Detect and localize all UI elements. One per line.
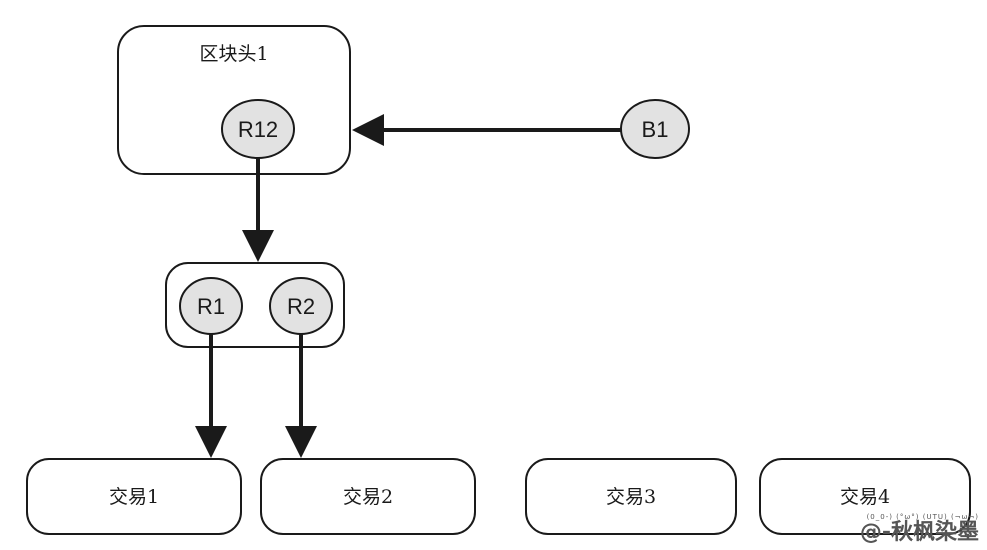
node-b1-label: B1 xyxy=(642,117,669,142)
node-b1: B1 xyxy=(620,99,690,159)
node-r12-label: R12 xyxy=(238,117,278,142)
transaction-label-1: 交易1 xyxy=(109,486,159,508)
transaction-box-2: 交易2 xyxy=(260,458,476,535)
node-r12: R12 xyxy=(221,99,295,159)
transaction-box-4: 交易4 xyxy=(759,458,971,535)
watermark: (0_0-) (°ω°) (UTU) (¬ω¬) @-秋枫染墨 xyxy=(860,514,979,544)
block-header-label: 区块头1 xyxy=(199,43,268,65)
node-r2-label: R2 xyxy=(287,294,315,319)
transaction-label-4: 交易4 xyxy=(840,486,890,508)
watermark-emoticons: (0_0-) (°ω°) (UTU) (¬ω¬) xyxy=(866,513,979,521)
transaction-box-1: 交易1 xyxy=(26,458,242,535)
node-r1-label: R1 xyxy=(197,294,225,319)
node-r2: R2 xyxy=(269,277,333,335)
watermark-author: @-秋枫染墨 xyxy=(859,520,979,545)
transaction-label-2: 交易2 xyxy=(343,486,393,508)
node-r1: R1 xyxy=(179,277,243,335)
transaction-label-3: 交易3 xyxy=(606,486,656,508)
transaction-box-3: 交易3 xyxy=(525,458,737,535)
